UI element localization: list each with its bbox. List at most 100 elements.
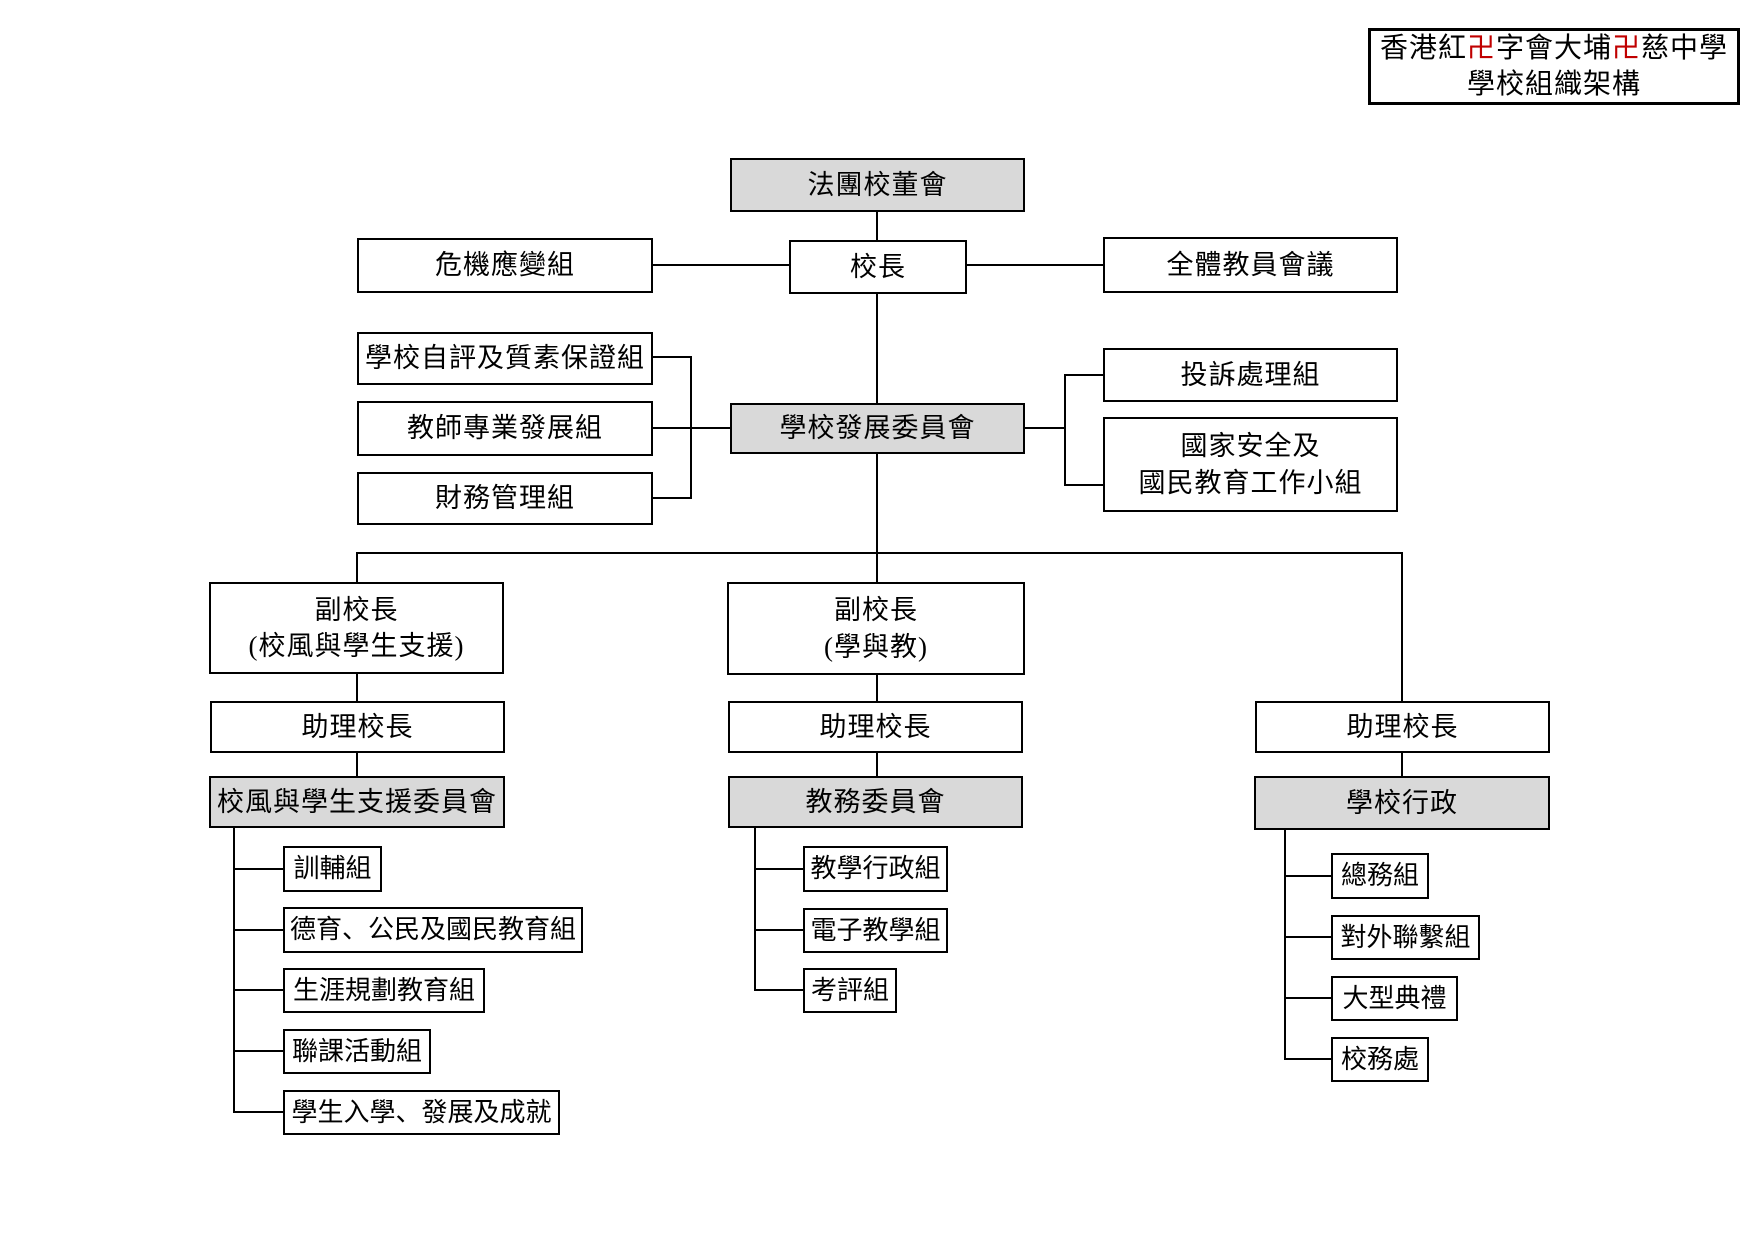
node-label: 危機應變組 xyxy=(435,250,575,281)
connector-line xyxy=(356,552,1403,554)
node-academic-affairs-committee: 教務委員會 xyxy=(728,776,1023,828)
node-teacher-professional-development: 教師專業發展組 xyxy=(357,401,653,456)
connector-line xyxy=(356,674,358,701)
connector-line xyxy=(1025,427,1066,429)
node-label: 投訴處理組 xyxy=(1180,359,1321,390)
node-incorporated-management-committee: 法團校董會 xyxy=(730,158,1025,212)
connector-line xyxy=(1066,484,1103,486)
connector-line xyxy=(356,552,358,582)
chart-title-line1: 香港紅卍字會大埔卍慈中學 xyxy=(1380,31,1728,67)
node-general-affairs-team: 總務組 xyxy=(1331,853,1429,899)
connector-line xyxy=(1066,374,1103,376)
node-vice-principal-ethos: 副校長 (校風與學生支援) xyxy=(209,582,504,674)
node-crisis-response-team: 危機應變組 xyxy=(357,238,653,293)
title-segment: 字會大埔 xyxy=(1495,32,1612,64)
connector-line xyxy=(356,753,358,776)
connector-line xyxy=(876,212,878,240)
node-moral-civic-national-education-team: 德育、公民及國民教育組 xyxy=(283,907,583,953)
node-label: 考評組 xyxy=(810,975,889,1005)
connector-line xyxy=(653,356,692,358)
connector-line xyxy=(1284,936,1331,938)
node-label: 教務委員會 xyxy=(805,786,946,817)
node-label: 校風與學生支援委員會 xyxy=(217,786,497,817)
node-label: 學校發展委員會 xyxy=(779,413,976,444)
chart-title-box: 香港紅卍字會大埔卍慈中學 學校組織架構 xyxy=(1368,28,1740,105)
node-major-ceremonies: 大型典禮 xyxy=(1331,976,1458,1021)
connector-line xyxy=(233,1050,283,1052)
node-label: 學生入學、發展及成就 xyxy=(291,1097,552,1127)
node-label: 助理校長 xyxy=(301,711,414,742)
node-discipline-counselling-team: 訓輔組 xyxy=(283,846,382,892)
connector-line xyxy=(233,868,283,870)
node-teaching-administration-team: 教學行政組 xyxy=(803,846,948,892)
connector-line xyxy=(876,753,878,776)
connector-line xyxy=(233,929,283,931)
swastika-red-glyph: 卍 xyxy=(1612,32,1642,64)
node-finance-management: 財務管理組 xyxy=(357,472,653,525)
node-label-line2: (校風與學生支援) xyxy=(248,631,465,661)
node-label: 德育、公民及國民教育組 xyxy=(289,915,576,945)
node-label: 電子教學組 xyxy=(810,915,941,945)
node-label: 校務處 xyxy=(1340,1044,1419,1074)
node-complaint-handling: 投訴處理組 xyxy=(1103,348,1398,402)
node-label: 訓輔組 xyxy=(293,854,372,884)
node-label: 助理校長 xyxy=(1346,711,1459,742)
node-life-planning-education-team: 生涯規劃教育組 xyxy=(283,968,485,1013)
connector-line xyxy=(876,675,878,701)
connector-line xyxy=(1401,552,1403,701)
node-assistant-principal-ethos: 助理校長 xyxy=(210,701,505,753)
connector-line xyxy=(1064,374,1066,486)
node-co-curricular-activities-team: 聯課活動組 xyxy=(283,1029,431,1074)
node-school-development-committee: 學校發展委員會 xyxy=(730,403,1025,454)
node-student-admission-development-achievement: 學生入學、發展及成就 xyxy=(283,1090,560,1135)
connector-line xyxy=(876,454,878,582)
node-label-line2: 國民教育工作小組 xyxy=(1138,467,1363,498)
node-label-line1: 副校長 xyxy=(834,595,918,626)
chart-title-line2: 學校組織架構 xyxy=(1466,68,1641,100)
connector-line xyxy=(233,989,283,991)
node-label: 校長 xyxy=(850,251,906,282)
connector-line xyxy=(653,497,692,499)
node-staff-meeting: 全體教員會議 xyxy=(1103,237,1398,293)
connector-line xyxy=(1284,830,1286,1060)
title-segment: 香港紅 xyxy=(1379,32,1467,64)
node-self-evaluation-quality-assurance: 學校自評及質素保證組 xyxy=(357,332,653,385)
node-label: 財務管理組 xyxy=(435,483,575,514)
connector-line xyxy=(1284,997,1331,999)
connector-line xyxy=(653,427,730,429)
node-label: 教師專業發展組 xyxy=(407,413,603,444)
node-national-security-education: 國家安全及 國民教育工作小組 xyxy=(1103,417,1398,512)
node-label: 法團校董會 xyxy=(807,169,948,200)
node-label: 生涯規劃教育組 xyxy=(292,975,475,1005)
connector-line xyxy=(876,294,878,403)
connector-line xyxy=(1284,875,1331,877)
connector-line xyxy=(1401,753,1403,776)
node-label: 對外聯繫組 xyxy=(1340,922,1471,952)
node-school-office: 校務處 xyxy=(1331,1037,1429,1082)
node-label: 教學行政組 xyxy=(810,854,941,884)
node-assistant-principal-admin: 助理校長 xyxy=(1255,701,1550,753)
swastika-red-glyph: 卍 xyxy=(1466,32,1496,64)
node-vice-principal-learning: 副校長 (學與教) xyxy=(727,582,1025,675)
node-assessment-team: 考評組 xyxy=(803,968,897,1013)
node-school-administration: 學校行政 xyxy=(1254,776,1550,830)
connector-line xyxy=(754,828,756,991)
connector-line xyxy=(653,264,789,266)
connector-line xyxy=(233,1111,283,1113)
node-principal: 校長 xyxy=(789,240,967,294)
node-ethos-student-support-committee: 校風與學生支援委員會 xyxy=(209,776,505,828)
connector-line xyxy=(1284,1058,1331,1060)
node-label: 總務組 xyxy=(1340,861,1419,891)
connector-line xyxy=(754,989,803,991)
node-label-line1: 國家安全及 xyxy=(1180,431,1321,462)
node-label: 學校行政 xyxy=(1346,787,1458,818)
node-label-line2: (學與教) xyxy=(824,631,928,662)
node-label-line1: 副校長 xyxy=(314,594,399,625)
connector-line xyxy=(754,929,803,931)
connector-line xyxy=(233,828,235,1113)
node-label: 學校自評及質素保證組 xyxy=(365,343,645,374)
node-external-liaison-team: 對外聯繫組 xyxy=(1331,915,1480,960)
title-segment: 慈中學 xyxy=(1641,32,1729,64)
node-label: 全體教員會議 xyxy=(1166,249,1335,280)
